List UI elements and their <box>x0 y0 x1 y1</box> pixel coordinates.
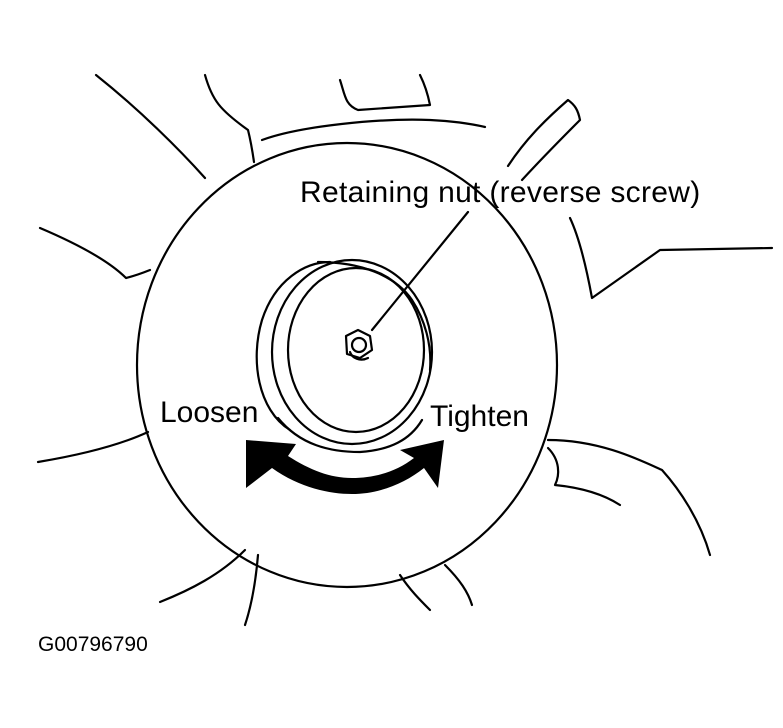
fan-blade-left <box>38 226 152 280</box>
fan-blade-bottom-left <box>158 548 247 604</box>
fan-blade-bottom-right <box>443 563 474 607</box>
fan-blade-lower-left <box>36 430 150 464</box>
figure-code: G00796790 <box>38 633 148 656</box>
fan-blade-lower-right <box>546 438 712 557</box>
fan-blade-top-inner <box>260 118 487 142</box>
retaining-nut-label: Retaining nut (reverse screw) <box>300 176 701 209</box>
fan-blade-top <box>338 73 432 112</box>
fan-blade-lower-right-edge <box>546 446 622 507</box>
clutch-ring-outer-top <box>316 260 432 372</box>
fan-blade-upper-left <box>94 73 207 180</box>
retaining-nut-icon <box>344 328 374 361</box>
nut-bore <box>350 336 368 354</box>
fan-blades <box>36 73 774 627</box>
fan-blade-upper-left-edge <box>203 73 256 164</box>
clutch-rings <box>255 258 434 454</box>
leader-line <box>370 210 470 332</box>
fan-blade-bottom-mid <box>398 573 432 612</box>
nut-hex <box>344 328 374 360</box>
clutch-ring-lower <box>276 416 424 454</box>
fan-blade-bottom <box>243 553 260 627</box>
clutch-ring-outer <box>255 260 332 432</box>
rotation-arrow-icon <box>246 440 444 494</box>
tighten-label: Tighten <box>430 400 529 433</box>
nut-face <box>348 350 370 361</box>
loosen-label: Loosen <box>160 396 259 429</box>
clutch-ring-inner <box>286 266 426 434</box>
fan-hub-outer <box>135 141 559 589</box>
fan-blade-upper-right <box>506 98 582 182</box>
clutch-ring-middle <box>270 258 434 446</box>
fan-blade-right <box>568 216 774 300</box>
